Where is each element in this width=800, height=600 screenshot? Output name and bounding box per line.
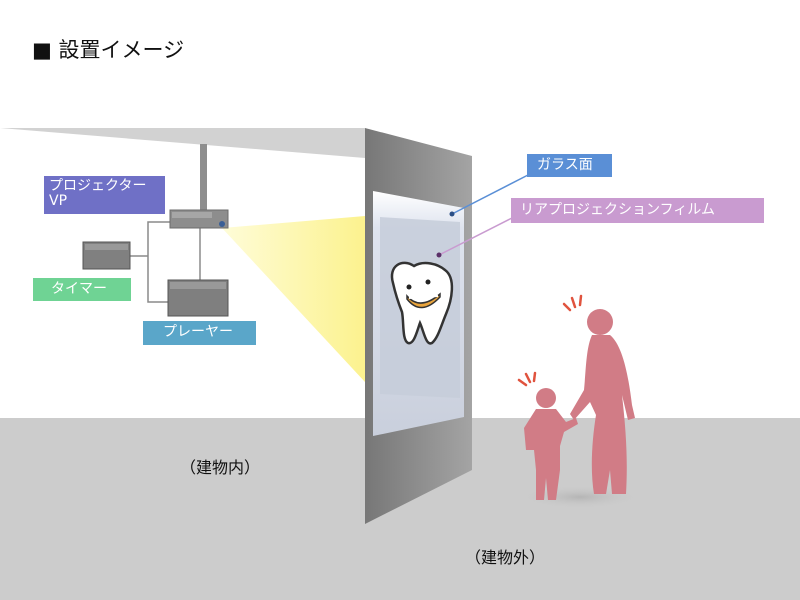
projector-label: プロジェクター VP <box>44 176 165 214</box>
connection-lines <box>130 221 201 303</box>
callout-pointers <box>436 174 529 258</box>
adult-and-child-silhouette-icon <box>517 294 642 509</box>
film-label: リアプロジェクションフィルム <box>511 198 764 223</box>
caption-inside-building: （建物内） <box>180 458 261 477</box>
glass-label: ガラス面 <box>527 154 612 177</box>
ceiling <box>0 128 365 158</box>
projector-icon <box>169 209 229 229</box>
projector-label-line1: プロジェクター <box>49 178 147 194</box>
projector-mount-pole <box>200 144 207 216</box>
timer-box-icon <box>82 241 131 270</box>
projector-label-line2: VP <box>49 193 68 209</box>
smiling-tooth-icon <box>390 261 454 345</box>
page-title: ■ 設置イメージ <box>32 38 185 62</box>
player-box-icon <box>167 279 229 317</box>
player-label: プレーヤー <box>143 321 256 345</box>
projection-light <box>222 216 365 382</box>
timer-label: タイマー <box>33 278 131 301</box>
caption-outside-building: （建物外） <box>465 548 546 567</box>
